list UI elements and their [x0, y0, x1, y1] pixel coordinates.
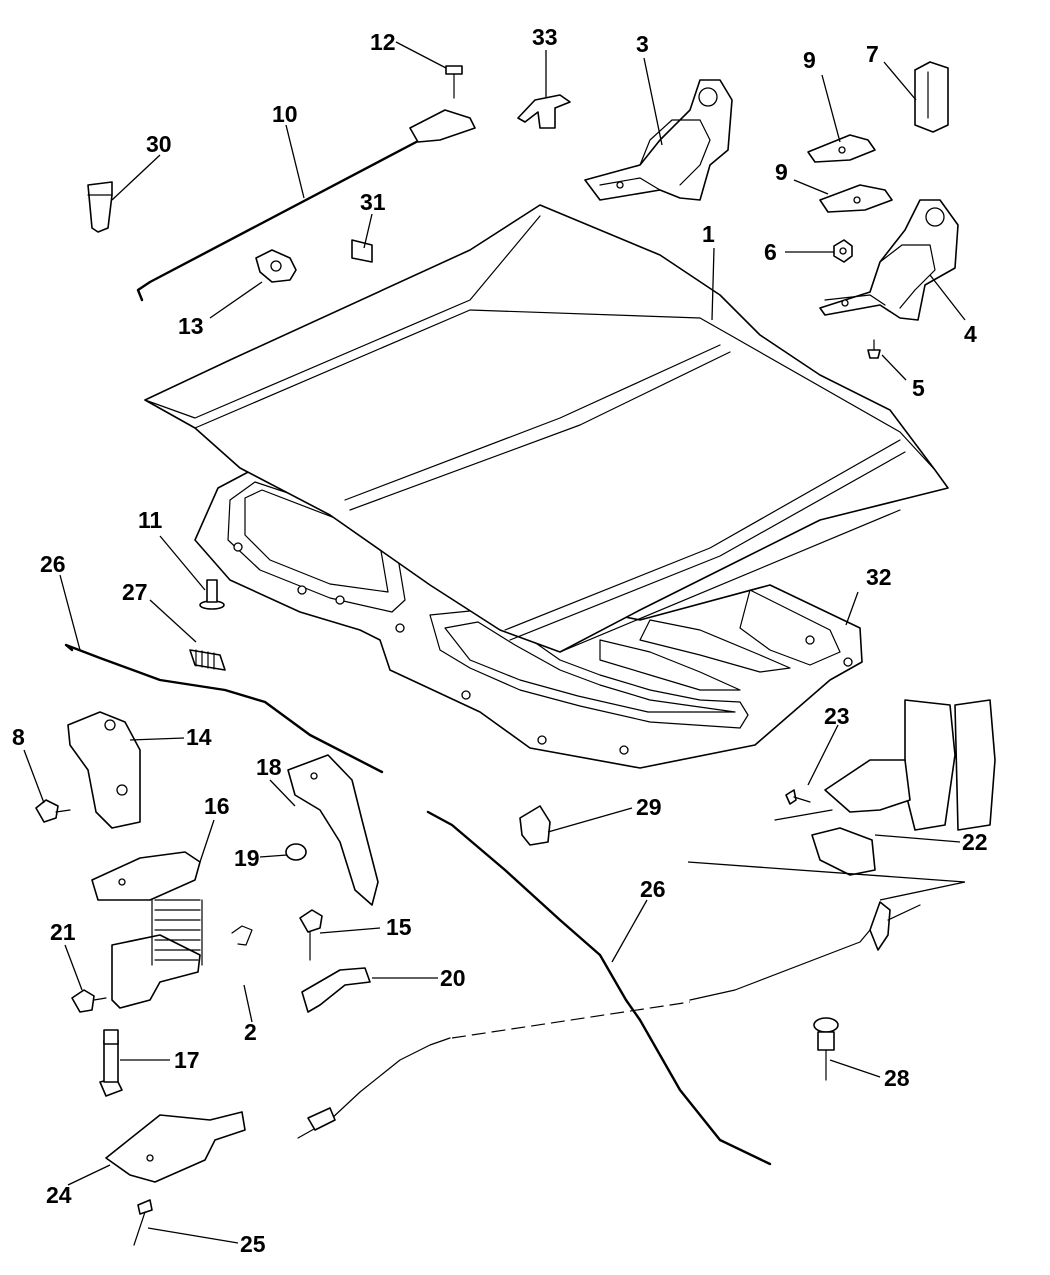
- release-rod-upper: [64, 643, 384, 774]
- pop-rivet: [133, 1199, 153, 1246]
- callout-30: 30: [146, 131, 172, 157]
- panel-screw: [199, 579, 225, 610]
- c-clip: [231, 925, 253, 946]
- hinge-bolt: [867, 339, 881, 359]
- callout-24: 24: [46, 1182, 72, 1208]
- hood-striker-assembly: [91, 851, 203, 1009]
- striker-bolt: [71, 989, 107, 1013]
- stud-bolt: [299, 909, 323, 961]
- hood-bumper: [914, 61, 949, 133]
- callout-6: 6: [764, 239, 777, 265]
- callout-11: 11: [138, 507, 163, 533]
- callout-29: 29: [636, 794, 662, 820]
- connection-lines: [451, 861, 966, 1039]
- hood-hinge-left: [584, 79, 733, 201]
- callout-26-lower: 26: [640, 876, 666, 902]
- handle-screw: [785, 789, 811, 805]
- adjuster-bolt: [99, 1029, 123, 1097]
- callout-32: 32: [866, 564, 892, 590]
- callout-25: 25: [240, 1231, 266, 1257]
- callout-7: 7: [866, 41, 879, 67]
- shim-plate-upper: [807, 134, 876, 163]
- callout-26-upper: 26: [40, 551, 66, 577]
- callout-19: 19: [234, 845, 260, 871]
- callout-2: 2: [244, 1019, 257, 1045]
- release-rod-lower: [426, 810, 772, 1166]
- callout-28: 28: [884, 1065, 910, 1091]
- callout-33: 33: [532, 24, 558, 50]
- cable-clip: [519, 805, 551, 846]
- callout-12: 12: [370, 29, 396, 55]
- latch-bolt: [35, 799, 71, 823]
- latch-spring: [189, 649, 226, 671]
- callout-8: 8: [12, 724, 25, 750]
- release-handle: [774, 699, 996, 876]
- callout-18: 18: [256, 754, 282, 780]
- rod-clip: [351, 239, 373, 263]
- callout-20: 20: [440, 965, 466, 991]
- prop-rod-bolt: [445, 65, 463, 99]
- hood-latch: [67, 711, 141, 829]
- safety-catch: [287, 754, 379, 906]
- callout-17: 17: [174, 1047, 200, 1073]
- callout-1: 1: [702, 221, 715, 247]
- hood-prop-rod: [136, 109, 476, 302]
- callout-23: 23: [824, 703, 850, 729]
- callout-31: 31: [360, 189, 386, 215]
- callout-4: 4: [964, 321, 977, 347]
- callout-9-upper: 9: [803, 47, 816, 73]
- shim-plate-lower: [819, 184, 893, 213]
- cable-bracket: [301, 967, 371, 1013]
- callout-3: 3: [636, 31, 649, 57]
- retainer-clip: [517, 94, 571, 129]
- callout-14: 14: [186, 724, 212, 750]
- callout-5: 5: [912, 375, 925, 401]
- hood-outer-panel: [144, 204, 949, 653]
- prop-rod-grommet: [255, 249, 297, 283]
- release-cable: [297, 901, 921, 1139]
- callout-labels: 1 2 3 4 5 6 7 8 9 9 10 11 12 13 14 15 16…: [12, 24, 988, 1257]
- hood-hinge-right: [819, 199, 959, 321]
- callout-10: 10: [272, 101, 298, 127]
- callout-9-lower: 9: [775, 159, 788, 185]
- ground-stud: [813, 1017, 839, 1081]
- catch-nut: [285, 843, 307, 861]
- callout-27: 27: [122, 579, 148, 605]
- callout-15: 15: [386, 914, 412, 940]
- callout-13: 13: [178, 313, 204, 339]
- hex-nut: [833, 239, 853, 263]
- hood-stop-pin: [87, 181, 113, 233]
- callout-16: 16: [204, 793, 230, 819]
- leader-lines: [23, 41, 966, 1244]
- secondary-latch: [105, 1111, 246, 1183]
- callout-21: 21: [50, 919, 76, 945]
- callout-22: 22: [962, 829, 988, 855]
